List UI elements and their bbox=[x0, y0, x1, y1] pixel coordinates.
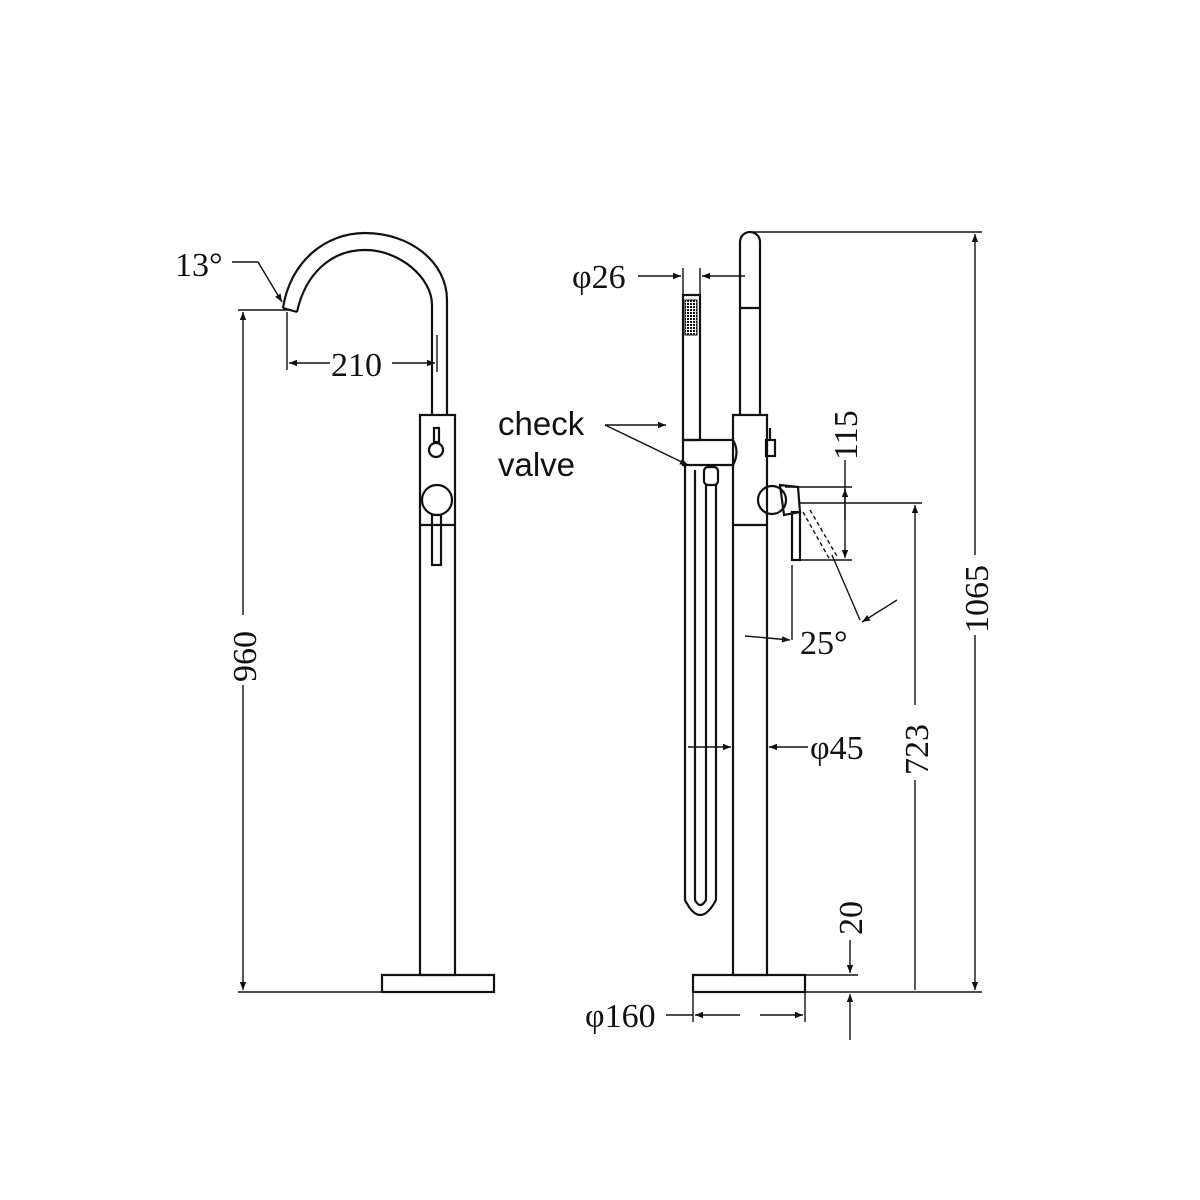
dim-20-label: 20 bbox=[833, 901, 870, 935]
dim-26-label: φ26 bbox=[572, 259, 626, 296]
dim-723-label: 723 bbox=[899, 724, 936, 775]
angle-arrow bbox=[861, 599, 898, 623]
mixer-knob bbox=[756, 484, 788, 516]
mixer-lever bbox=[430, 513, 443, 567]
dim-115-label: 115 bbox=[828, 410, 865, 460]
mixer-handle bbox=[778, 483, 802, 517]
check-valve-leader bbox=[604, 424, 689, 466]
diverter-knob bbox=[427, 441, 445, 459]
angle-label-13: 13° bbox=[175, 247, 223, 284]
dim-210-label: 210 bbox=[331, 347, 382, 384]
mixer-lever bbox=[790, 510, 802, 562]
hose-connector bbox=[702, 465, 720, 487]
angle-leader bbox=[232, 261, 283, 303]
spout-outer bbox=[281, 231, 449, 415]
check-valve-label-1: check bbox=[498, 405, 585, 442]
dim-160-label: φ160 bbox=[585, 998, 656, 1035]
mixer-knob bbox=[420, 483, 454, 517]
angle-label-25: 25° bbox=[800, 625, 848, 662]
body bbox=[731, 413, 769, 977]
lever-rotated bbox=[809, 509, 839, 559]
spout-inner bbox=[295, 248, 434, 415]
diverter-stem bbox=[432, 426, 441, 444]
shower-bracket bbox=[681, 438, 738, 467]
dim-45-label: φ45 bbox=[810, 730, 864, 767]
shower-nozzles bbox=[684, 299, 698, 336]
hose-inner bbox=[693, 470, 708, 907]
handshower-holder-riser bbox=[738, 230, 762, 415]
right-faucet-view: φ26 check valve 115 25° φ45 723 bbox=[498, 230, 996, 1040]
left-faucet-view: 13° 210 960 bbox=[175, 231, 496, 994]
base-plate bbox=[380, 973, 496, 994]
hose-outer bbox=[683, 465, 718, 917]
angle-arrow bbox=[744, 635, 791, 643]
dim-960-label: 960 bbox=[227, 631, 264, 682]
lever-rotated bbox=[802, 511, 831, 561]
base-plate bbox=[691, 973, 807, 994]
dim-1065-label: 1065 bbox=[959, 565, 996, 633]
check-valve-label-2: valve bbox=[498, 446, 575, 483]
ext-line bbox=[831, 554, 861, 621]
body bbox=[418, 413, 457, 977]
